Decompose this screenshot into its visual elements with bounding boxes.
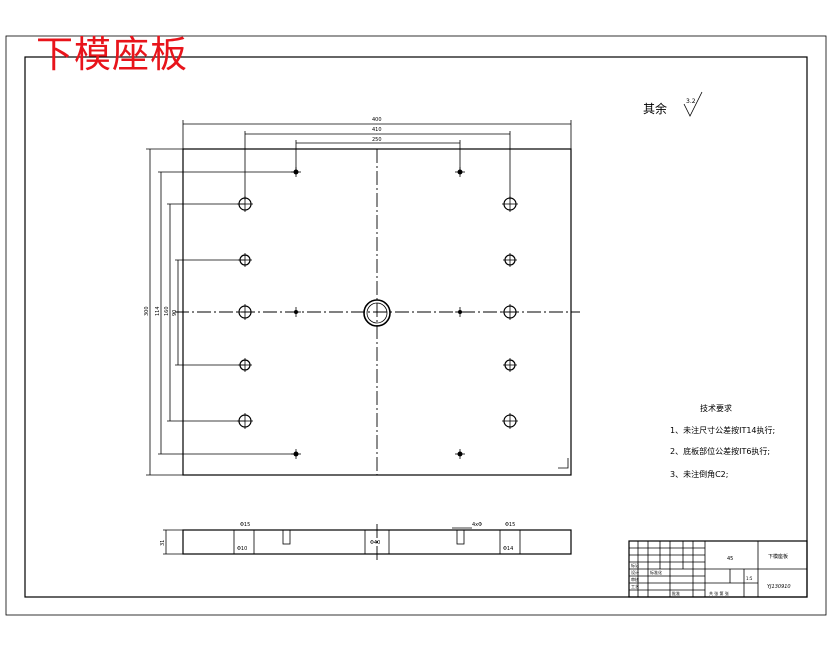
callout-right-top: Φ15 xyxy=(505,522,515,528)
dim-height-c: 90 xyxy=(172,310,178,316)
inner-frame xyxy=(24,56,808,598)
tb-drawing-no: YJ130910 xyxy=(767,584,791,590)
dim-height-total: 300 xyxy=(144,306,150,316)
dim-width-total: 400 xyxy=(372,117,382,123)
dim-width-mid: 410 xyxy=(372,127,382,133)
tb-sheets: 共 张 第 张 xyxy=(709,590,729,596)
dim-height-b: 160 xyxy=(164,306,170,316)
tech-item-1: 1、未注尺寸公差按IT14执行; xyxy=(670,425,775,435)
tb-part-name: 下模座板 xyxy=(768,553,788,560)
roughness-label: 其余 xyxy=(643,101,667,116)
tech-heading: 技术要求 xyxy=(700,403,732,413)
tech-requirements: 技术要求 1、未注尺寸公差按IT14执行; 2、底板部位公差按IT6执行; 3、… xyxy=(670,403,775,479)
corner-mark xyxy=(558,458,569,469)
section-view: 31 Φ15 Φ15 Φ40 Φ10 Φ14 4xΦ xyxy=(160,522,572,560)
tb-marks: 标记 xyxy=(631,562,639,568)
roughness-symbol: 3.2 xyxy=(683,91,703,117)
callout-left-hole: Φ10 xyxy=(237,546,247,552)
dim-height-a: 114 xyxy=(155,306,161,316)
tb-design: 设计 xyxy=(631,569,639,575)
tb-standard: 标准化 xyxy=(650,569,662,575)
pin-holes xyxy=(291,167,465,459)
outer-frame xyxy=(5,35,827,616)
tech-item-3: 3、未注倒角C2; xyxy=(670,469,728,479)
tb-check: 审核 xyxy=(631,576,639,582)
dim-width-inner: 250 xyxy=(372,137,382,143)
tb-approve: 批准 xyxy=(672,590,680,596)
tech-item-2: 2、底板部位公差按IT6执行; xyxy=(670,446,770,456)
drawing-title: 下模座板 xyxy=(36,33,188,76)
roughness-value: 3.2 xyxy=(686,98,696,105)
tb-scale: 1:5 xyxy=(746,576,753,581)
callout-pin: 4xΦ xyxy=(472,522,482,528)
tb-process: 工艺 xyxy=(631,584,639,589)
dim-thickness: 31 xyxy=(160,540,166,546)
center-hole xyxy=(363,299,391,327)
hole-group-right xyxy=(502,196,518,429)
hole-group-left xyxy=(237,196,253,429)
tb-material: 45 xyxy=(727,556,733,562)
callout-right-hole: Φ14 xyxy=(503,546,513,552)
plan-view: 400 410 250 300 114 160 90 xyxy=(144,117,580,476)
callout-center-hole: Φ40 xyxy=(370,540,380,546)
callout-left-top: Φ15 xyxy=(240,522,250,528)
title-block: 标记 设计 审核 工艺 批准 标准化 共 张 第 张 45 1:5 下模座板 Y… xyxy=(628,540,808,598)
